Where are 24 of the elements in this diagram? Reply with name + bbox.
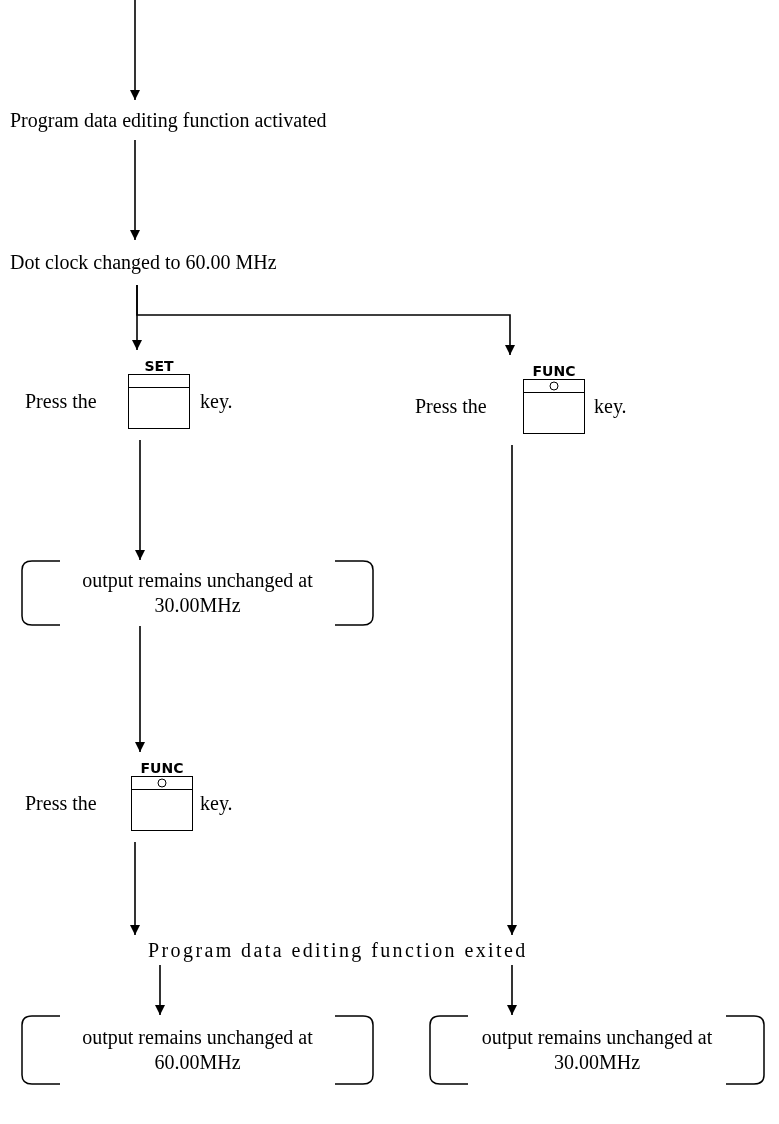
instruction-text: key. [594, 395, 627, 418]
bracketed-note [20, 1015, 375, 1085]
arrow [155, 964, 165, 1016]
arrow [135, 439, 145, 561]
arrow [507, 444, 517, 936]
step-text: Program data editing function exited [148, 935, 548, 965]
arrow [135, 625, 145, 753]
instruction-text: Press the [25, 792, 97, 815]
bracketed-note [428, 1015, 766, 1085]
arrow [130, 139, 140, 241]
instruction-text: key. [200, 792, 233, 815]
arrow [507, 964, 517, 1016]
arrow [136, 284, 515, 356]
note-text: output remains unchanged at 30.00MHz [480, 1025, 714, 1075]
instruction-text: Press the [415, 395, 487, 418]
bracketed-note [20, 560, 375, 626]
instruction-text: key. [200, 390, 233, 413]
step-text: Dot clock changed to 60.00 MHz [10, 240, 310, 285]
arrow [130, 0, 140, 101]
note-text: output remains unchanged at 60.00MHz [81, 1025, 314, 1075]
step-text: Program data editing function activated [10, 100, 350, 140]
note-text: output remains unchanged at 30.00MHz [81, 568, 314, 618]
arrow [130, 841, 140, 936]
instruction-text: Press the [25, 390, 97, 413]
